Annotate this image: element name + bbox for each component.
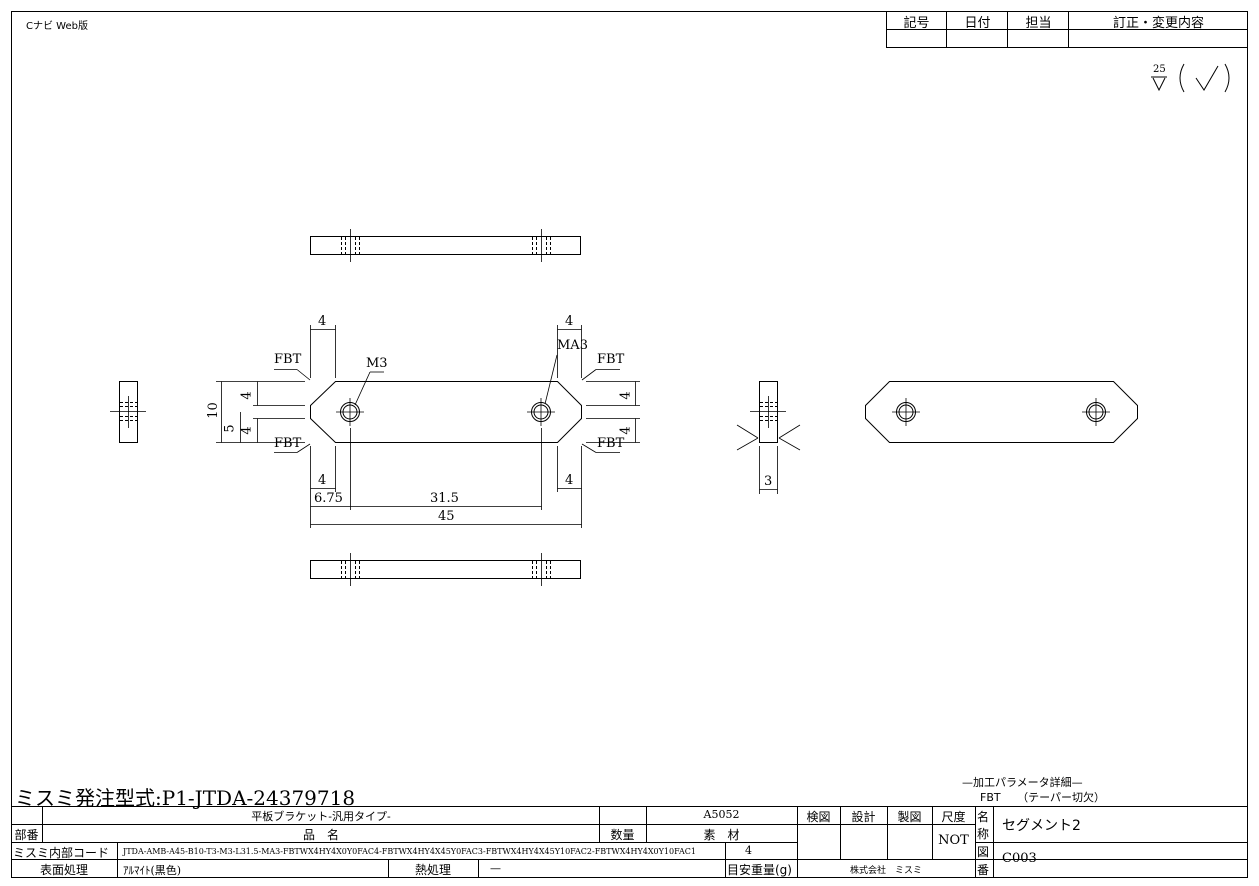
label-dwg-char2: 番 [977, 863, 990, 877]
rev-col-date: 日付 [964, 16, 991, 31]
rev-col-person: 担当 [1025, 16, 1052, 31]
label-fbt-top-left: FBT [274, 352, 302, 367]
part-name: 平板ブラケット-汎用タイプ- [251, 810, 391, 823]
rev-col-change: 訂正・変更内容 [1112, 16, 1204, 31]
dim-thickness-3: 3 [764, 474, 773, 489]
dim-315: 31.5 [430, 491, 459, 506]
drawing-number: C003 [1002, 851, 1037, 866]
label-fbt-top-right: FBT [597, 352, 625, 367]
dim-bottom-4-right: 4 [565, 473, 574, 488]
label-inspect: 検図 [806, 810, 831, 824]
dim-height-5: 5 [222, 424, 238, 433]
dim-675: 6.75 [314, 491, 343, 506]
drawing-name: セグメント2 [1002, 818, 1081, 834]
label-heat: 熱処理 [414, 863, 451, 877]
dim-top-4-left: 4 [318, 314, 327, 329]
dim-right-4-top: 4 [618, 391, 634, 400]
app-label: Cナビ Web版 [26, 21, 88, 32]
fbt-detail-line: FBT （テーパー切欠） [980, 791, 1105, 804]
label-dwg-char1: 図 [977, 845, 990, 859]
rev-col-mark: 記号 [903, 16, 930, 31]
order-code: ミスミ発注型式:P1-JTDA-24379718 [15, 786, 356, 810]
label-misumi-code: ミスミ内部コード [13, 846, 110, 860]
label-m3: M3 [366, 356, 388, 371]
drawing-frame [11, 11, 1248, 878]
company-name: 株式会社 ミスミ [849, 866, 922, 876]
label-scale: 尺度 [941, 810, 966, 824]
material-value: A5052 [703, 808, 740, 821]
label-weight: 目安重量(g) [727, 863, 792, 877]
heat-value: — [490, 862, 501, 875]
scale-value: NOT [938, 833, 969, 848]
label-ma3: MA3 [557, 338, 588, 353]
roughness-value: 25 [1153, 64, 1166, 75]
label-hinmei: 品 名 [302, 828, 339, 842]
quantity-value: 4 [745, 844, 752, 857]
label-surface: 表面処理 [39, 863, 88, 877]
label-draft: 製図 [897, 810, 922, 824]
dim-height-10: 10 [205, 402, 221, 419]
misumi-code-value: JTDA-AMB-A45-B10-T3-M3-L31.5-MA3-FBTWX4H… [123, 847, 696, 856]
dim-height-4-top: 4 [239, 391, 255, 400]
label-name-char2: 称 [977, 827, 990, 841]
dim-top-4-right: 4 [565, 314, 574, 329]
label-qty: 数量 [610, 828, 635, 842]
label-design: 設計 [851, 810, 876, 824]
dim-45: 45 [438, 509, 455, 524]
label-material: 素 材 [703, 828, 740, 842]
label-name-char1: 名 [977, 810, 990, 824]
dim-height-4-bottom: 4 [239, 426, 255, 435]
label-part-no: 部番 [14, 828, 39, 842]
dim-bottom-4-left: 4 [318, 473, 327, 488]
dim-right-4-bottom: 4 [618, 426, 634, 435]
fbt-detail-title: —加工パラメータ詳細— [962, 776, 1083, 789]
label-fbt-bottom-right: FBT [597, 436, 625, 451]
surface-value: ｱﾙﾏｲﾄ(黒色) [123, 864, 182, 877]
label-fbt-bottom-left: FBT [274, 436, 302, 451]
